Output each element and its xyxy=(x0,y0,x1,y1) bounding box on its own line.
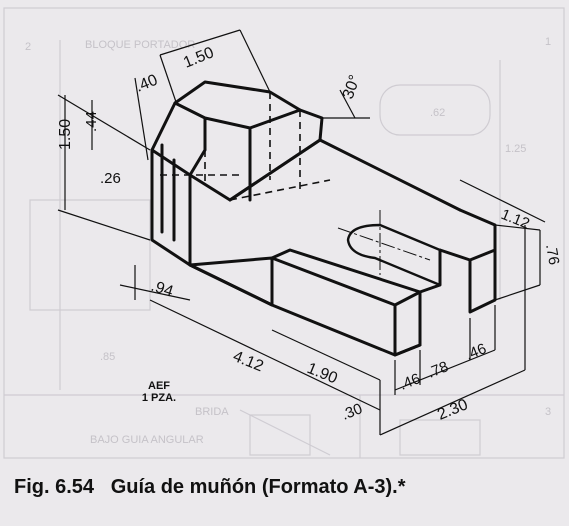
body-bottom xyxy=(188,263,422,357)
ghost-zone-1: 1 xyxy=(545,36,551,48)
dim-bottom-left: .94 xyxy=(149,278,176,301)
fork-prong-upper xyxy=(458,208,497,314)
ghost-dim-e: BAJO GUIA ANGULAR xyxy=(90,434,204,446)
dim-fork-left: .46 xyxy=(397,370,423,394)
quantity-label: 1 PZA. xyxy=(141,392,177,404)
fork-slot xyxy=(346,223,442,287)
fork-prong-lower-top xyxy=(270,248,422,294)
dim-left-height: 1.50 xyxy=(57,119,74,150)
material-note: AEF 1 PZA. xyxy=(136,380,182,404)
dim-length: 4.12 xyxy=(231,348,266,375)
dim-fork-right: .46 xyxy=(463,340,489,364)
ghost-title-block: BLOQUE PORTADOR xyxy=(85,39,195,51)
dimension-lines xyxy=(57,29,546,436)
dim-fork-gap: .78 xyxy=(425,358,451,382)
top-block xyxy=(150,80,324,202)
left-slot xyxy=(160,143,176,242)
dim-left-inner: .44 xyxy=(83,111,100,132)
figure-caption: Fig. 6.54 Guía de muñón (Formato A-3).* xyxy=(14,476,406,499)
caption-title: Guía de muñón (Formato A-3).* xyxy=(110,476,406,498)
dim-left-slot: .26 xyxy=(100,170,121,187)
part-outline xyxy=(150,80,497,357)
body-top-edge xyxy=(228,138,462,212)
ghost-zone-2: 2 xyxy=(25,41,31,53)
dim-overall-width: 2.30 xyxy=(435,396,470,423)
ghost-dim-d: BRIDA xyxy=(195,406,229,418)
left-upright xyxy=(150,148,192,267)
ghost-dim-a: .62 xyxy=(430,107,445,119)
material-label: AEF xyxy=(148,380,170,392)
dim-front-depth: .30 xyxy=(339,400,365,424)
dim-mid-length: 1.90 xyxy=(305,360,340,387)
dim-angle: 30° xyxy=(340,73,364,102)
dim-top-width: 1.50 xyxy=(181,44,216,71)
dim-slot-radius: 1.12 xyxy=(499,206,532,233)
caption-number: Fig. 6.54 xyxy=(14,476,95,498)
ghost-dim-c: .85 xyxy=(100,351,115,363)
fork-prong-upper-top xyxy=(418,248,472,294)
dim-fork-height: .76 xyxy=(542,243,562,266)
hidden-lines xyxy=(160,92,331,201)
ghost-dim-b: 1.25 xyxy=(505,143,526,155)
top-chamfer xyxy=(173,101,302,202)
ghost-zone-3: 3 xyxy=(545,406,551,418)
dim-top-offset: .40 xyxy=(133,72,160,96)
center-lines xyxy=(337,210,431,275)
fork-prong-lower xyxy=(270,256,422,357)
